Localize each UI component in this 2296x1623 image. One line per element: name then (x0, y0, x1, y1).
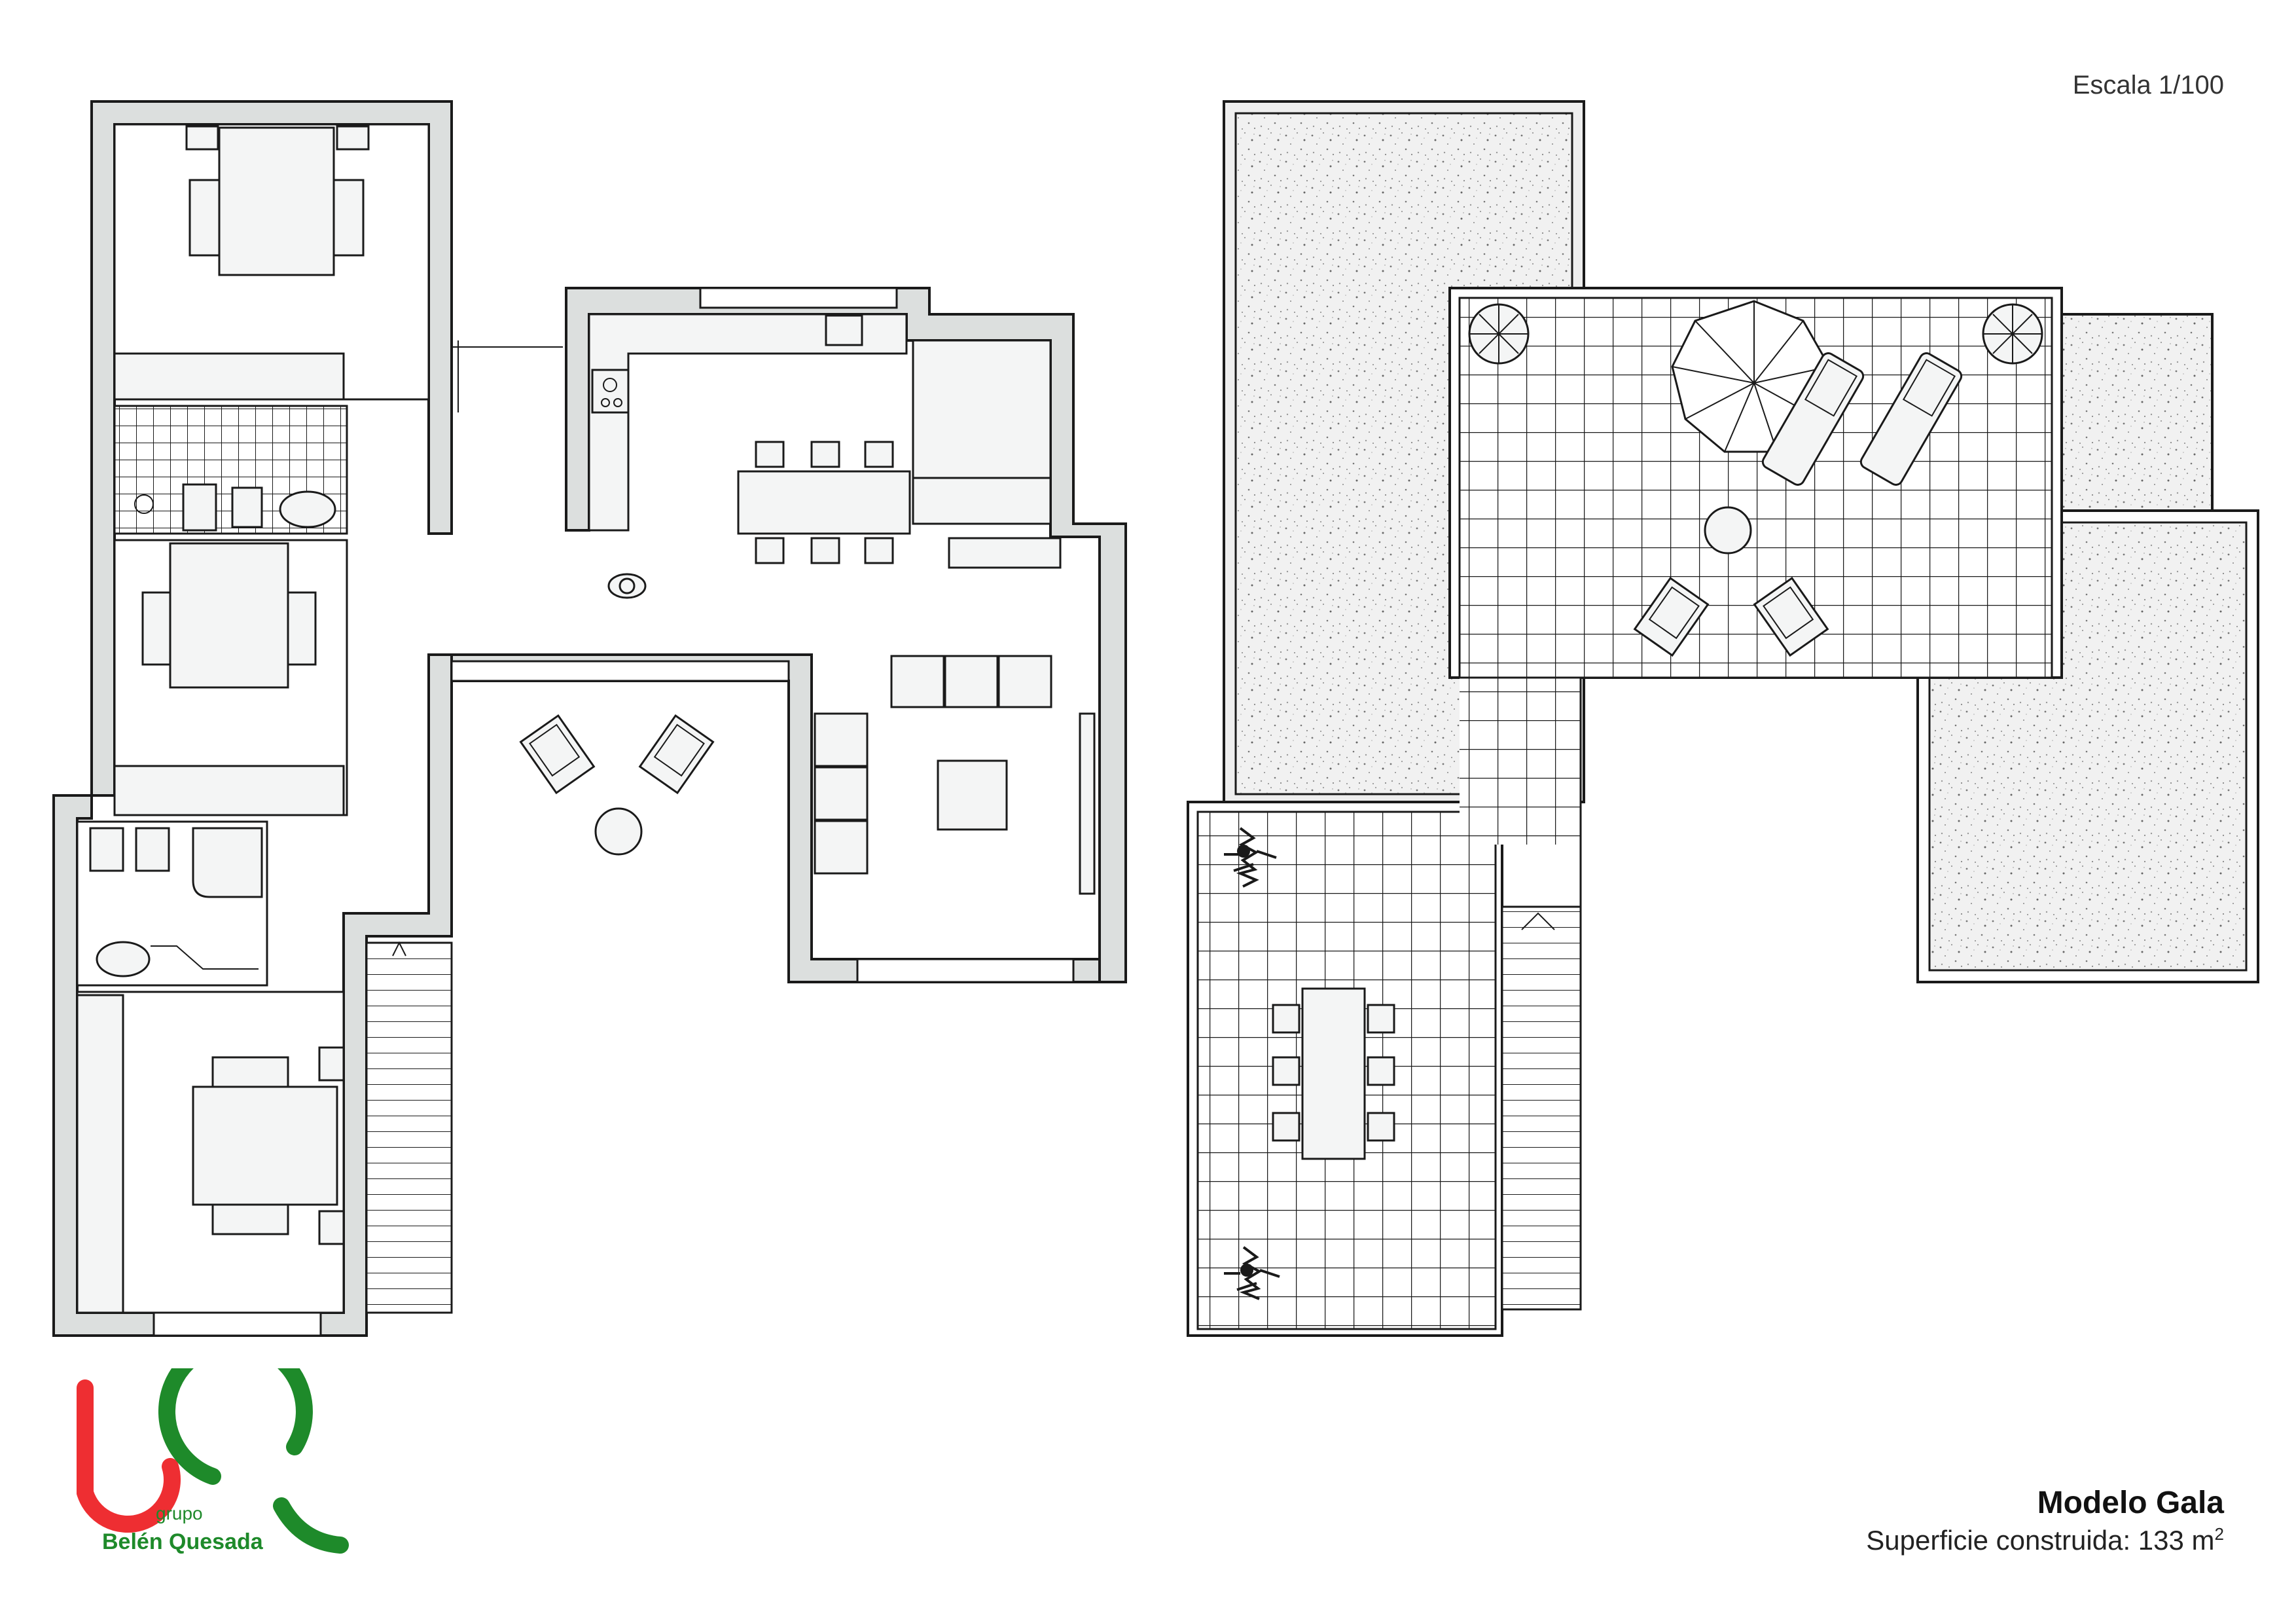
tv-unit (1079, 712, 1096, 895)
bathtub-sink (96, 941, 151, 977)
window (152, 1311, 322, 1337)
round-table (594, 807, 643, 856)
toilet (182, 483, 217, 532)
bed (169, 542, 289, 689)
chair (1272, 1004, 1300, 1034)
nightstand (188, 179, 221, 257)
burner-icon (613, 398, 622, 407)
patio-chair (1753, 576, 1829, 657)
chair (185, 125, 219, 151)
wardrobe (113, 352, 345, 401)
logo-letter-b (77, 1379, 181, 1533)
sun-lounger (1859, 352, 1963, 486)
wardrobe (113, 765, 345, 816)
pantry-shelf (912, 477, 1052, 525)
sun-lounger (1761, 352, 1865, 486)
potted-plant-icon (1982, 303, 2043, 365)
kitchen-counter (588, 313, 908, 532)
window (699, 287, 898, 309)
bed (218, 126, 335, 276)
entrance-door (452, 340, 563, 412)
burner-icon (601, 398, 610, 407)
ground-floor-plan (52, 100, 1127, 1337)
stool (755, 537, 785, 564)
chair (1367, 1004, 1395, 1034)
logo-company-name: Belén Quesada (102, 1529, 263, 1554)
patio-chair (638, 714, 715, 795)
plant-icon (1224, 1246, 1280, 1300)
patio-chair (519, 714, 596, 795)
chair (318, 1046, 345, 1082)
nightstand (287, 591, 317, 666)
bidet (231, 486, 263, 528)
sofa-seat (890, 655, 945, 708)
gravel-area (2054, 313, 2214, 512)
sideboard (948, 537, 1062, 569)
person-icon (607, 573, 647, 599)
bidet (135, 827, 170, 872)
chair (318, 1210, 345, 1245)
stair-arrow (1521, 912, 1555, 930)
sofa-seat (944, 655, 999, 708)
roof-terrace-plan (1187, 100, 2259, 1337)
plant-icon (1224, 827, 1277, 888)
sink (279, 490, 336, 528)
shower-tray (192, 827, 263, 898)
shower-drain-icon (134, 494, 154, 514)
kitchen-island (737, 470, 911, 535)
logo-grupo-text: grupo (156, 1503, 203, 1523)
logo-letter-q (158, 1368, 349, 1554)
counter-line (151, 945, 259, 970)
stool (864, 441, 894, 468)
patio-chair (1633, 576, 1710, 657)
built-area: Superficie construida: 133 m2 (1866, 1524, 2224, 1556)
chair (336, 125, 370, 151)
chair (1367, 1112, 1395, 1142)
nightstand (141, 591, 171, 666)
window (856, 958, 1075, 983)
stool (755, 441, 785, 468)
kitchen-sink (825, 314, 863, 346)
sofa-seat (814, 820, 869, 875)
built-area-label: Superficie construida: 133 m (1866, 1525, 2215, 1556)
built-area-unit: 2 (2214, 1524, 2224, 1544)
stair-arrow (392, 941, 406, 957)
window (450, 660, 790, 682)
model-title: Modelo Gala (2037, 1486, 2224, 1520)
terrace-connector-tiles (1460, 678, 1581, 845)
scale-label: Escala 1/100 (2072, 71, 2224, 100)
stool (810, 537, 840, 564)
burner-icon (603, 378, 617, 392)
round-table (1704, 506, 1752, 555)
chair (1272, 1056, 1300, 1086)
staircase (365, 941, 453, 1314)
nightstand (332, 179, 365, 257)
sofa-seat (814, 712, 869, 767)
potted-plant-icon (1468, 303, 1530, 365)
sofa-seat (814, 766, 869, 821)
chair (1367, 1056, 1395, 1086)
staircase (1501, 905, 1582, 1311)
dining-table (1301, 987, 1366, 1160)
bed (192, 1085, 338, 1206)
toilet (89, 827, 124, 872)
nightstand (211, 1203, 289, 1235)
sofa-seat (997, 655, 1052, 708)
coffee-table (937, 759, 1008, 831)
stool (810, 441, 840, 468)
nightstand (211, 1056, 289, 1088)
chair (1272, 1112, 1300, 1142)
company-logo (77, 1368, 349, 1554)
wardrobe (76, 994, 124, 1314)
cooktop (591, 369, 630, 414)
stool (864, 537, 894, 564)
